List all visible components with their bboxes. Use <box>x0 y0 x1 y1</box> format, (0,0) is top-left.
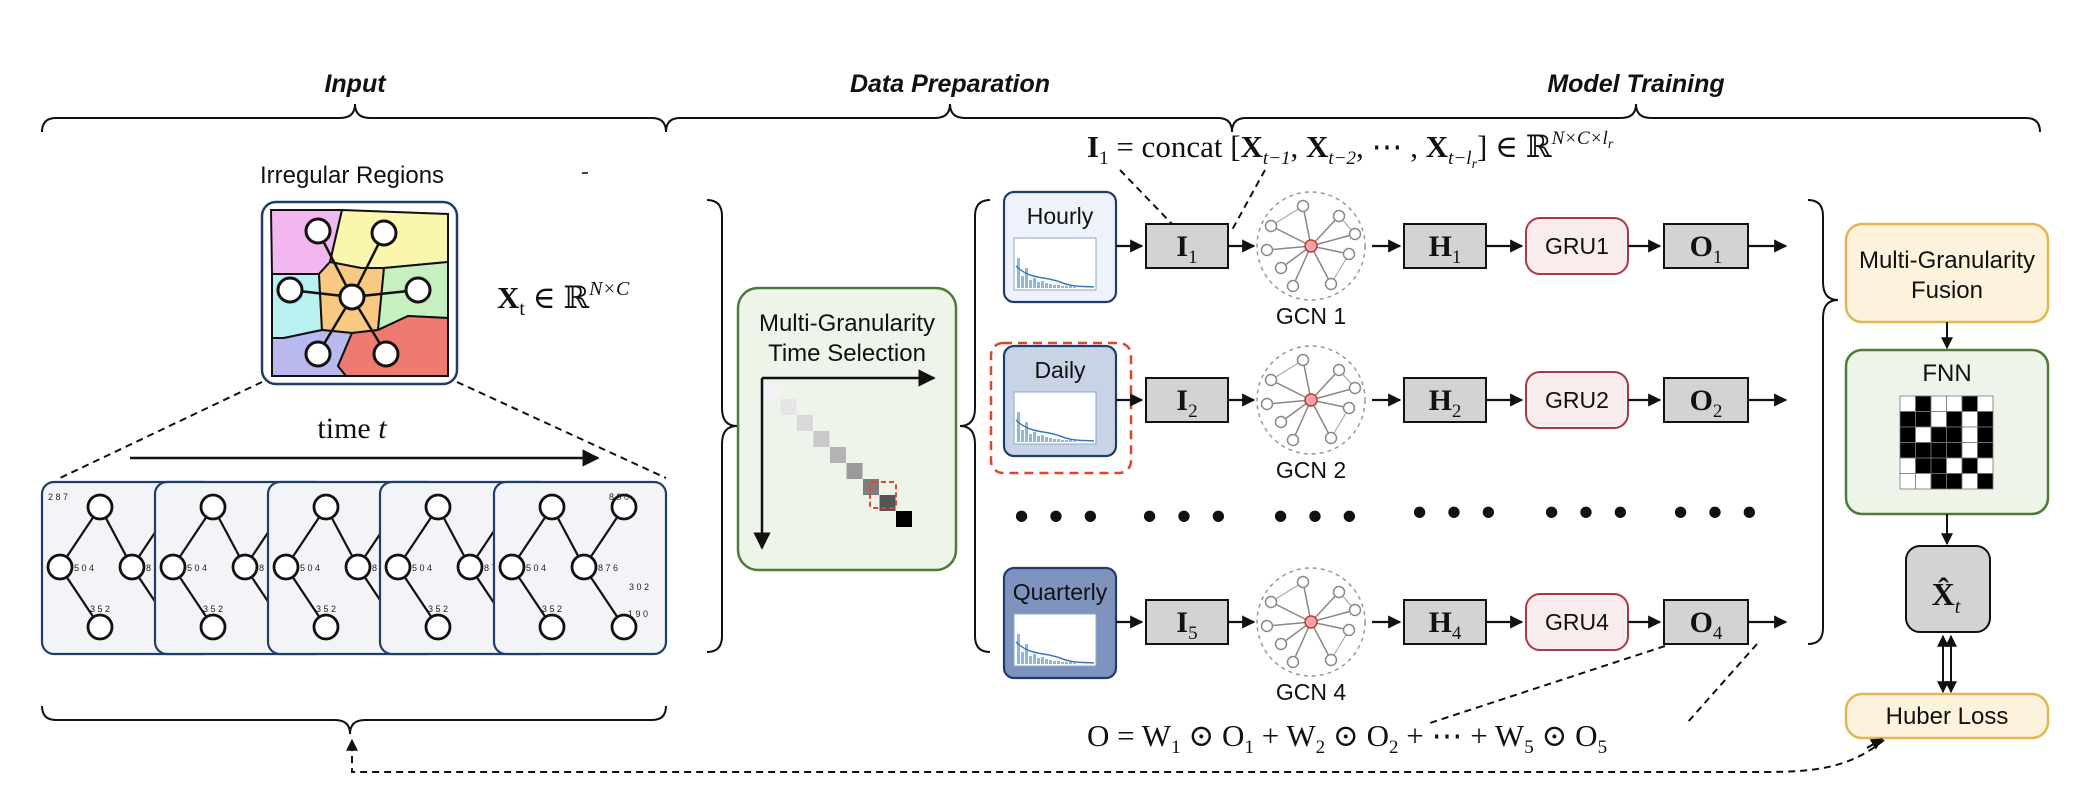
granularity-label: Quarterly <box>1013 579 1108 605</box>
feedback-loop-arrow <box>346 738 1885 773</box>
gru-label: GRU4 <box>1545 609 1609 635</box>
ellipsis-3: • • • <box>1273 492 1360 539</box>
granularity-label: Daily <box>1034 357 1086 383</box>
gcn-label: GCN 2 <box>1276 457 1346 483</box>
prediction-node: X̂t <box>1905 545 1991 633</box>
output-node: O4 <box>1690 606 1723 644</box>
mini-value-label: 5 0 4 <box>300 563 320 573</box>
ellipsis-5: • • • <box>1544 488 1631 535</box>
granularity-cell-6 <box>846 463 863 479</box>
granularity-cell-9 <box>896 511 912 527</box>
fusion-title-line2: Fusion <box>1911 277 1983 304</box>
brace-input-bottom <box>41 705 667 735</box>
granularity-cell-5 <box>830 447 846 463</box>
fnn-panel: FNN <box>1844 348 2050 516</box>
graph-snapshot-5: 8 9 0 5 0 4 8 7 6 3 0 2 3 5 2 1 9 0 <box>492 480 668 656</box>
mini-value-label: 5 0 4 <box>412 563 432 573</box>
selected-branch-highlight <box>989 341 1133 475</box>
mini-value-label: 5 0 4 <box>74 563 94 573</box>
brace-branches-to-fusion <box>1807 199 1839 645</box>
granularity-cell-1 <box>764 383 780 399</box>
mini-value-label: 1 9 0 <box>628 609 648 619</box>
selected-granularity-highlight <box>869 481 897 509</box>
fnn-label: FNN <box>1922 360 1971 387</box>
hidden-node: H2 <box>1429 384 1462 422</box>
gru-label: GRU1 <box>1545 233 1609 259</box>
granularity-cell-4 <box>813 431 830 447</box>
fusion-weight-formula: O = W1 ⊙ O1 + W2 ⊙ O2 + ⋯ + W5 ⊙ O5 <box>1087 718 1607 758</box>
brace-model-training <box>1231 103 2041 133</box>
time-selection-panel: Multi-Granularity Time Selection <box>736 286 958 572</box>
output-node: O2 <box>1690 384 1723 422</box>
gcn-label: GCN 4 <box>1276 679 1347 705</box>
time-selection-title-line2: Time Selection <box>768 340 926 367</box>
hidden-node: H4 <box>1429 606 1462 644</box>
prediction-symbol: X̂ <box>1932 576 1955 612</box>
fnn-weight-grid <box>1899 395 1994 490</box>
section-title-model-training: Model Training <box>1547 70 1724 98</box>
ellipsis-2: • • • <box>1142 492 1229 539</box>
output-node: O1 <box>1690 230 1723 268</box>
fusion-title-line1: Multi-Granularity <box>1859 247 2035 274</box>
irregular-regions-title: Irregular Regions <box>260 162 444 189</box>
granularity-cell-2 <box>780 399 797 415</box>
section-title-data-preparation: Data Preparation <box>850 70 1050 98</box>
section-title-input: Input <box>324 70 387 98</box>
mini-value-label: 3 5 2 <box>542 604 562 614</box>
granularity-label: Hourly <box>1027 203 1094 229</box>
mini-value-label: 5 0 4 <box>187 563 207 573</box>
input-node: I2 <box>1176 384 1197 422</box>
input-node: I5 <box>1176 606 1197 644</box>
time-axis-label: time t <box>317 412 387 445</box>
hidden-node: H1 <box>1429 230 1462 268</box>
time-selection-title-line1: Multi-Granularity <box>759 310 935 337</box>
granularity-cell-3 <box>797 415 813 431</box>
input-concat-formula: I1 = concat [Xt−1, Xt−2, ⋯ , Xt−lr] ∈ ℝN… <box>1087 128 1614 172</box>
svg-text:X̂t: X̂t <box>1932 576 1961 618</box>
xt-formula: Xt ∈ ℝN×C <box>497 278 630 320</box>
prediction-subscript: t <box>1955 596 1961 618</box>
mini-value-label: 3 5 2 <box>428 604 448 614</box>
mini-value-label: 8 7 6 <box>598 563 618 573</box>
mini-value-label: 8 9 0 <box>609 492 629 502</box>
mini-value-label: 2 8 7 <box>48 492 68 502</box>
mini-value-label: 3 5 2 <box>316 604 336 614</box>
graph-snapshot-stack: 2 8 7 8 9 0 5 0 4 8 7 6 3 0 2 3 5 2 1 9 08 9 0… <box>40 480 668 656</box>
brace-data-preparation <box>665 103 1233 133</box>
mini-value-label: 3 5 2 <box>90 604 110 614</box>
brace-input <box>41 103 667 133</box>
ellipsis-4: • • • <box>1412 488 1499 535</box>
mini-value-label: 5 0 4 <box>526 563 546 573</box>
mini-value-label: 3 5 2 <box>203 604 223 614</box>
brace-input-to-prep <box>706 199 738 653</box>
ellipsis-1: • • • <box>1014 492 1101 539</box>
ellipsis-6: • • • <box>1673 488 1760 535</box>
irregular-regions-map <box>260 200 459 386</box>
mini-value-label: 3 0 2 <box>629 582 649 592</box>
brace-prep-to-branches <box>959 199 991 653</box>
input-node: I1 <box>1176 230 1197 268</box>
gcn-label: GCN 1 <box>1276 303 1346 329</box>
huber-loss-box: Huber Loss <box>1844 692 2050 740</box>
fusion-panel: Multi-Granularity Fusion <box>1844 222 2050 324</box>
gru-label: GRU2 <box>1545 387 1609 413</box>
huber-loss-label: Huber Loss <box>1886 703 2009 730</box>
